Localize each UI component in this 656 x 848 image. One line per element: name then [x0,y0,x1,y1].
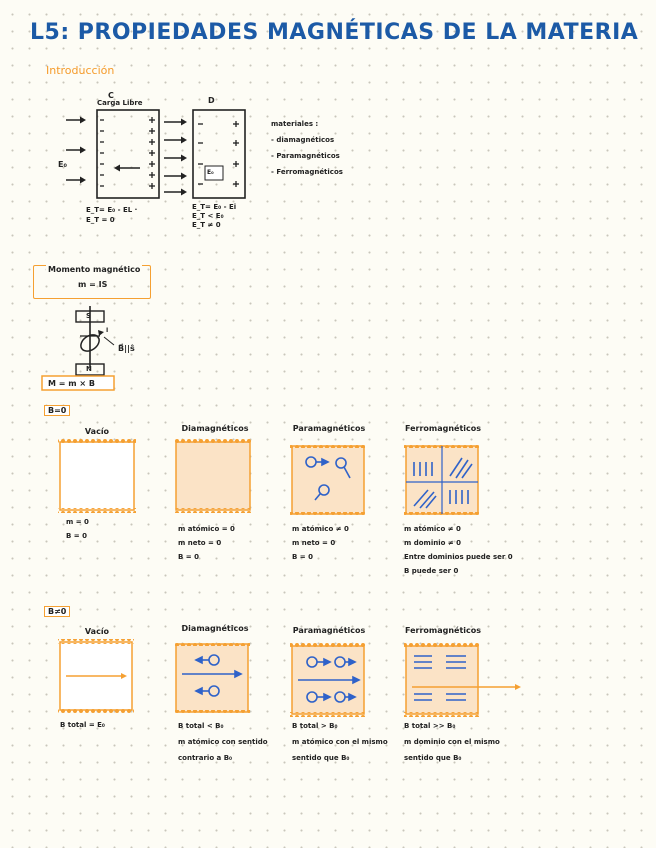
s1-notes-ferromagneticos: m atómico ≠ 0 m dominio ≠ 0 Entre domini… [404,522,513,578]
note-line: m = 0 [66,518,89,526]
section1-tag: B=0 [44,405,71,416]
capacitor-c [96,109,160,199]
label-carga-libre: Carga Libre [97,99,143,107]
label-e0-box: E₀ [207,169,214,176]
i-label: I [106,327,109,334]
field-label: B⃗||ŝ [118,344,135,353]
capacitor-d [192,109,246,199]
note-line: B total = E₀ [60,721,105,729]
note-line: B = 0 [292,553,313,561]
label-d: D [208,96,215,105]
note-line: m atómico ≠ 0 [292,525,349,533]
note-line: m atómico con sentido [178,738,268,746]
note-line: contrario a B₀ [178,754,233,762]
note-line: m atómico con el mismo [292,738,388,746]
equations-left: E_T= E₀ - EL · E_T = 0 [86,205,137,225]
note-line: sentido que B₀ [292,754,350,762]
s2-notes-ferromagneticos: B total >> B₀ m dominio con el mismo sen… [404,718,500,766]
s2-box-ferromagneticos [405,645,479,715]
label-e0: E₀ [58,160,67,169]
s1-head-paramagneticos: Paramagnéticos [292,424,366,433]
note-line: B total < B₀ [178,722,224,730]
s2-box-diamagneticos [175,643,249,713]
s1-box-vacio [59,441,135,511]
field-arrows-middle [164,121,184,193]
capacitor-c-minus-signs [100,119,104,187]
s2-head-paramagneticos: Paramagnéticos [292,626,366,635]
s1-head-ferromagneticos: Ferromagnéticos [404,424,482,433]
label-c: C [108,91,114,100]
torque-formula: M = m × B [48,379,95,388]
eq-right-2: E_T < E₀ [192,212,224,220]
section2-tag: B≠0 [44,606,71,617]
s1-head-diamagneticos: Diamagnéticos [181,424,249,433]
material-item: - Ferromagnéticos [271,168,343,176]
materials-heading: materiales : [271,120,319,128]
s2-head-vacio: Vacío [84,627,110,636]
momento-heading: Momento magnético [46,263,143,276]
s1-notes-paramagneticos: m atómico ≠ 0 m neto = 0 B = 0 [292,522,349,564]
s2-notes-diamagneticos: B total < B₀ m atómico con sentido contr… [178,718,268,766]
s2-notes-paramagneticos: B total > B₀ m atómico con el mismo sent… [292,718,388,766]
s1-notes-vacio: m = 0 B = 0 [66,515,89,543]
s1-ferro-domains [413,457,473,509]
eq-right-1: E_T= E₀ - Ei [192,203,237,211]
equations-right: E_T= E₀ - Ei E_T < E₀ E_T ≠ 0 [192,203,236,230]
material-item: - Paramagnéticos [271,152,340,160]
s1-para-dipoles [305,456,351,501]
s1-box-paramagneticos [291,445,365,515]
loop-top-label: S [86,312,92,320]
intro-label: Introducción [46,64,115,77]
s2-head-diamagneticos: Diamagnéticos [181,624,249,633]
note-line: B total > B₀ [292,722,338,730]
note-line: sentido que B₀ [404,754,462,762]
page-title: L5: PROPIEDADES MAGNÉTICAS DE LA MATERIA [30,20,639,45]
note-line: B puede ser 0 [404,567,459,575]
note-line: B = 0 [66,532,87,540]
note-line: Entre dominios puede ser 0 [404,553,513,561]
note-line: m neto = 0 [178,539,222,547]
eq-left-1: E_T= E₀ - EL · [86,206,138,214]
note-line: B = 0 [178,553,199,561]
momento-formula: m = IS [78,280,108,289]
s2-notes-vacio: B total = E₀ [60,718,105,732]
capacitor-c-plus-signs [149,117,155,189]
note-line: m dominio con el mismo [404,738,500,746]
s1-notes-diamagneticos: m atómico = 0 m neto = 0 B = 0 [178,522,235,564]
eq-right-3: E_T ≠ 0 [192,221,221,229]
note-line: B total >> B₀ [404,722,456,730]
note-line: m atómico ≠ 0 [404,525,461,533]
note-line: m neto = 0 [292,539,336,547]
s1-head-vacio: Vacío [84,427,110,436]
note-line: m dominio ≠ 0 [404,539,462,547]
s2-head-ferromagneticos: Ferromagnéticos [404,626,482,635]
eq-left-2: E_T = 0 [86,216,115,224]
loop-bottom-label: N [86,365,92,373]
materials-list: materiales : - diamagnéticos - Paramagné… [271,116,343,180]
material-item: - diamagnéticos [271,136,335,144]
note-line: m atómico = 0 [178,525,235,533]
